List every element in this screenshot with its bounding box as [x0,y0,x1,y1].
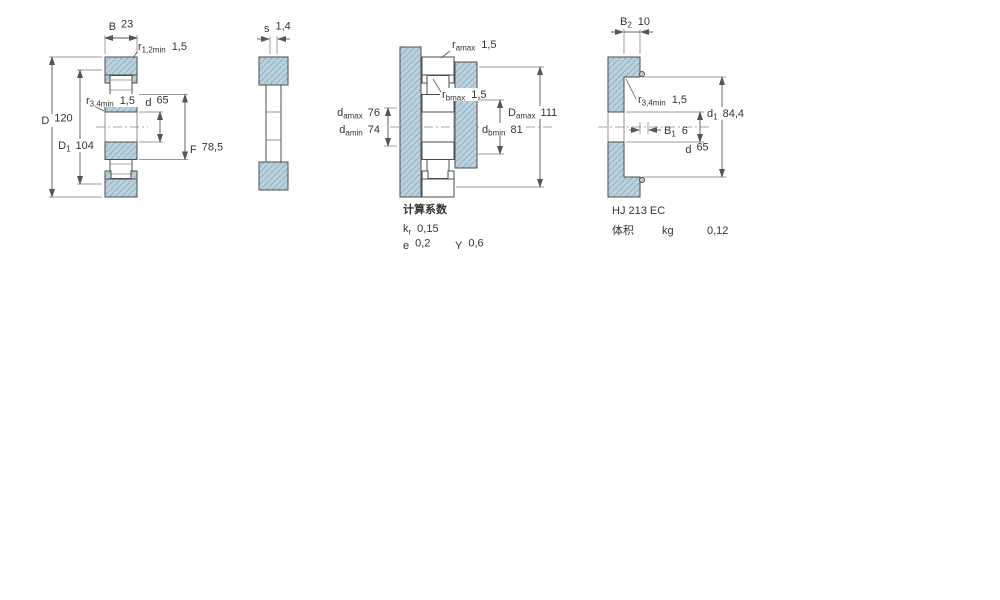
hj-designation: HJ 213 EC [612,205,665,217]
outer-ring-flange [104,170,112,180]
ring-section-bottom [258,161,289,191]
inner-ring-section-bottom [104,141,138,160]
outer-ring-flange [130,170,138,180]
outer-ring-outline-bottom [421,178,455,198]
roller-section-bottom [109,159,133,179]
angle-ring-section-bottom [607,141,641,198]
housing-shoulder [454,61,478,169]
mass-label: 体积 [612,223,634,237]
mass-value: 0,12 [707,225,728,237]
lip-corner-detail [639,71,645,77]
mass-unit: kg [662,225,674,237]
roller-outline-bottom [426,159,450,179]
shaft-shoulder [399,46,422,198]
inner-ring-outline-bottom [421,141,455,160]
calculation-factors-title: 计算系数 [403,202,448,216]
angle-ring-section-top [607,56,641,113]
outer-ring-section-top [104,56,138,76]
flange-outline [421,170,429,180]
hj-ring-info: HJ 213 EC 体积 kg 0,12 [612,205,728,237]
outer-ring-outline-top [421,56,455,76]
lip-corner-detail [639,177,645,183]
ring-section-top [258,56,289,86]
flange-outline [447,170,455,180]
roller-section-top [109,75,133,95]
ring-body [265,84,282,163]
outer-ring-section-bottom [104,178,138,198]
